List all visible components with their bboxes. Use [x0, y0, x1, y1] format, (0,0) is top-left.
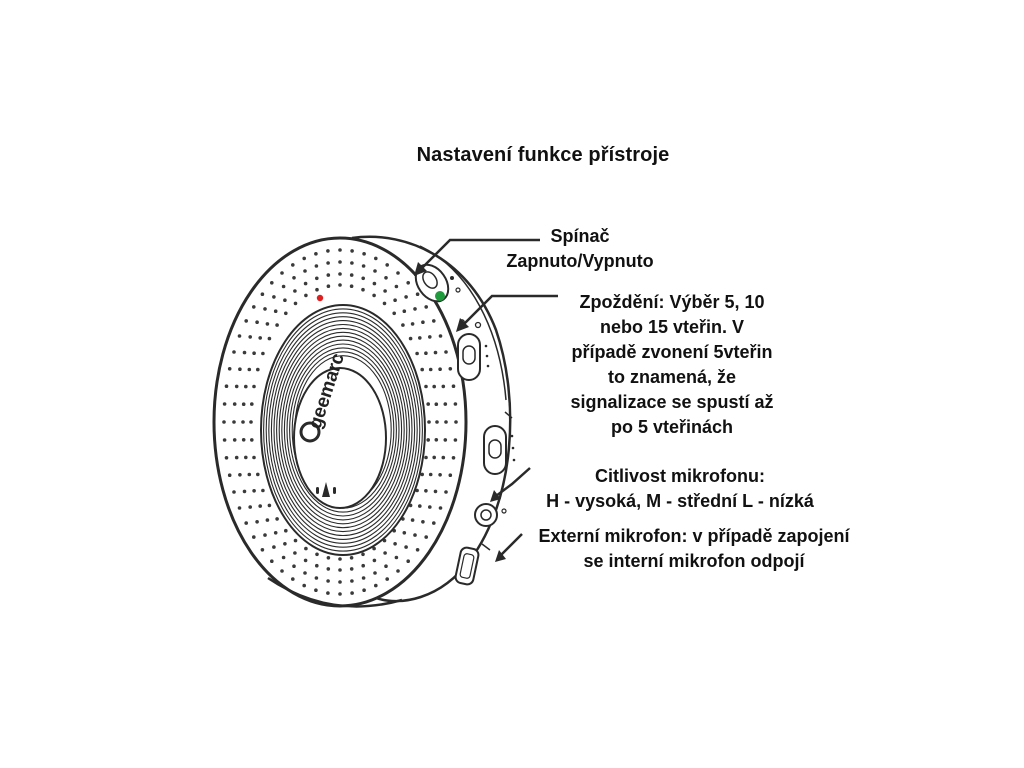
- device-front: geemarc: [212, 236, 468, 608]
- callout-external-mic: Externí mikrofon: v případě zapojení se …: [538, 526, 850, 571]
- leader-external-mic: [499, 533, 523, 557]
- external-mic-jack: [474, 503, 507, 527]
- callout-power-switch: Spínač Zapnuto/Vypnuto: [506, 226, 654, 271]
- sensitivity-selector: [483, 411, 516, 475]
- microphone-icon: [316, 482, 336, 497]
- leader-sensitivity: [495, 467, 531, 497]
- leader-delay: [461, 294, 558, 327]
- leader-power-switch: [419, 238, 540, 271]
- delay-selector: [457, 319, 490, 381]
- leader-lines: [419, 238, 558, 557]
- power-indicator-icon: [435, 291, 445, 301]
- leader-arrowheads: [414, 262, 506, 562]
- callout-delay: Zpoždění: Výběr 5, 10 nebo 15 vteřin. V …: [570, 292, 774, 437]
- power-port: [454, 543, 491, 586]
- diagram-title: Nastavení funkce přístroje: [416, 144, 670, 166]
- callout-sensitivity: Citlivost mikrofonu: H - vysoká, M - stř…: [546, 466, 814, 511]
- status-led: [316, 294, 324, 302]
- speaker-grille: [222, 248, 458, 596]
